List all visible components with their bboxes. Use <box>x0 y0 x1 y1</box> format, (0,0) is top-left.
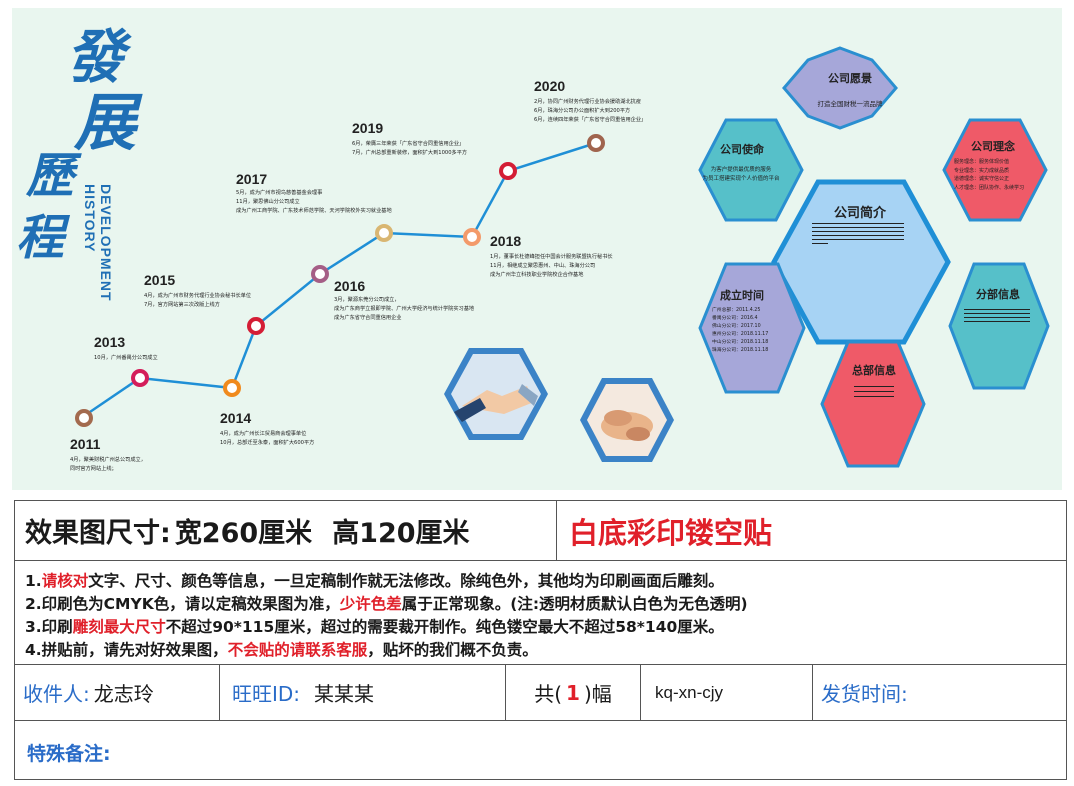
note-3: 3.印刷雕刻最大尺寸不超过90*115厘米，超过的需要裁开制作。纯色镂空最大不超… <box>25 618 724 636</box>
timeline-node-2015 <box>247 317 265 335</box>
info-row: 收件人: 龙志玲 旺旺ID: 某某某 共( 1 )幅 kq-xn-cjy 发货时… <box>15 665 1066 721</box>
handshake-photo <box>444 348 548 440</box>
hex-vision-title: 公司愿景 <box>828 72 872 85</box>
remark-label: 特殊备注: <box>27 743 111 765</box>
spec-header-row: 效果图尺寸: 宽260厘米 高120厘米 白底彩印镂空贴 <box>15 501 1066 561</box>
hex-hq-lines <box>854 382 894 401</box>
event-2019: 6月，荣膺三年荣获「广东省守合同重信用企业」7月，广州总部重新装修，面积扩大到1… <box>352 141 468 156</box>
hex-vision-text: 打造全国财税一流品牌 <box>817 100 883 108</box>
notes-block: 1.请核对文字、尺寸、颜色等信息，一旦定稿制作就无法修改。除纯色外，其他均为印刷… <box>15 561 1066 665</box>
event-2016: 3月，聚源东莞分公司成立，成为广东商学立报即学院、广州大学经济与统计学院实习基地… <box>334 297 475 321</box>
size-height: 高120厘米 <box>332 518 470 549</box>
wangwang-cell: 旺旺ID: 某某某 <box>220 665 506 720</box>
recipient-cell: 收件人: 龙志玲 <box>15 665 220 720</box>
note-1: 1.请核对文字、尺寸、颜色等信息，一旦定稿制作就无法修改。除纯色外，其他均为印刷… <box>25 572 724 590</box>
hex-philosophy-title: 公司理念 <box>971 140 1015 153</box>
size-label: 效果图尺寸: <box>25 518 171 549</box>
count-prefix: 共( <box>534 682 563 706</box>
hexagon-cluster <box>698 46 1050 468</box>
year-2014: 2014 <box>220 410 252 426</box>
year-2017: 2017 <box>236 171 268 187</box>
count-suffix: )幅 <box>583 682 612 706</box>
year-2016: 2016 <box>334 278 366 294</box>
title-char-3: 歷 <box>26 148 75 204</box>
count-value: 1 <box>566 680 580 705</box>
design-board: 發 展 歷 程 DEVELOPMENT HISTORY 2011 4月，聚美财税… <box>12 8 1062 490</box>
year-2013: 2013 <box>94 334 126 350</box>
timeline-node-2016 <box>311 265 329 283</box>
count-cell: 共( 1 )幅 <box>506 665 641 720</box>
hex-vision <box>782 46 898 130</box>
timeline-node-2018 <box>463 228 481 246</box>
hex-hq-title: 总部信息 <box>852 364 896 377</box>
code-cell: kq-xn-cjy <box>641 665 813 720</box>
year-2018: 2018 <box>490 233 522 249</box>
timeline-node-2020 <box>587 134 605 152</box>
timeline-node-2017 <box>375 224 393 242</box>
hex-intro-title: 公司简介 <box>833 206 886 221</box>
recipient-value: 龙志玲 <box>93 682 154 706</box>
title-char-4: 程 <box>16 210 65 266</box>
hex-philosophy-text: 服务理念：服务体现价值专业理念：实力成就品质 道德理念：诚实守信公正人才理念：团… <box>954 159 1025 191</box>
size-width: 宽260厘米 <box>174 518 313 549</box>
title-char-1: 發 <box>66 23 125 91</box>
event-2011: 4月，聚美财税广州总公司成立，同时官方网站上线； <box>70 457 146 472</box>
recipient-label: 收件人: <box>23 682 90 706</box>
note-2: 2.印刷色为CMYK色，请以定稿效果图为准，少许色差属于正常现象。(注:透明材质… <box>25 595 748 613</box>
event-2013: 10月，广州番禺分公司成立 <box>94 355 158 361</box>
material-cell: 白底彩印镂空贴 <box>557 501 1066 560</box>
ship-cell: 发货时间: <box>813 665 1066 720</box>
year-2015: 2015 <box>144 272 176 288</box>
hex-mission-title: 公司使命 <box>720 143 764 156</box>
remark-row: 特殊备注: <box>15 721 1066 779</box>
timeline-node-2014 <box>223 379 241 397</box>
material-label: 白底彩印镂空贴 <box>569 515 773 550</box>
spec-table: 效果图尺寸: 宽260厘米 高120厘米 白底彩印镂空贴 1.请核对文字、尺寸、… <box>14 500 1067 780</box>
year-2019: 2019 <box>352 120 384 136</box>
ship-label: 发货时间: <box>821 682 908 706</box>
hands-together-photo <box>580 378 674 462</box>
hex-branch-lines <box>964 306 1030 325</box>
hex-intro-lines <box>812 220 904 247</box>
title-en: DEVELOPMENT HISTORY <box>82 184 114 302</box>
size-cell: 效果图尺寸: 宽260厘米 高120厘米 <box>15 501 557 560</box>
timeline-node-2011 <box>75 409 93 427</box>
timeline-node-2013 <box>131 369 149 387</box>
year-2011: 2011 <box>70 436 101 452</box>
hex-mission-text: 为客户提供最优质的服务为员工搭建实现个人价值的平台 <box>702 167 780 182</box>
wangwang-label: 旺旺ID: <box>232 682 301 706</box>
title-char-2: 展 <box>74 86 137 159</box>
note-4: 4.拼贴前，请先对好效果图，不会贴的请联系客服，贴坏的我们概不负责。 <box>25 641 538 659</box>
wangwang-value: 某某某 <box>314 682 375 706</box>
year-2020: 2020 <box>534 78 566 94</box>
hex-branch-title: 分部信息 <box>976 288 1020 301</box>
timeline-node-2019 <box>499 162 517 180</box>
hex-founding-title: 成立时间 <box>720 289 764 302</box>
order-code: kq-xn-cjy <box>655 682 724 702</box>
